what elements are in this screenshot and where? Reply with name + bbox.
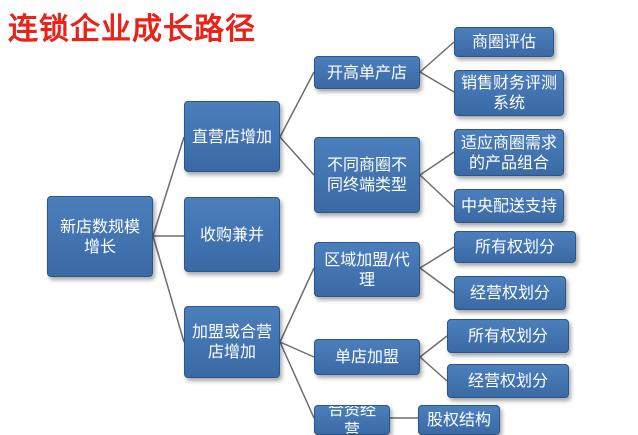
node-own-1: 所有权划分 bbox=[454, 231, 576, 263]
node-op-1-label: 经营权划分 bbox=[469, 283, 550, 302]
node-single-store: 单店加盟 bbox=[314, 339, 420, 375]
node-franchise-label: 加盟或合营店增加 bbox=[191, 322, 272, 361]
node-joint-label: 合资经营 bbox=[327, 405, 376, 435]
node-own-2-label: 所有权划分 bbox=[467, 326, 548, 345]
node-op-2-label: 经营权划分 bbox=[467, 371, 548, 390]
node-root: 新店数规模增长 bbox=[47, 196, 153, 277]
node-high-single: 开高单产店 bbox=[314, 56, 420, 89]
node-region: 区域加盟/代理 bbox=[314, 242, 420, 297]
node-franchise: 加盟或合营店增加 bbox=[184, 306, 280, 378]
node-single-store-label: 单店加盟 bbox=[334, 347, 399, 366]
node-adapt-label: 适应商圈需求的产品组合 bbox=[461, 132, 558, 172]
node-diff-types: 不同商圈不同终端类型 bbox=[314, 137, 420, 213]
node-biz-eval-label: 商圈评估 bbox=[471, 32, 536, 51]
node-equity: 股权结构 bbox=[418, 405, 500, 435]
node-region-label: 区域加盟/代理 bbox=[324, 249, 410, 289]
node-central-label: 中央配送支持 bbox=[461, 196, 558, 215]
node-adapt: 适应商圈需求的产品组合 bbox=[454, 129, 564, 176]
node-acquire: 收购兼并 bbox=[184, 197, 280, 272]
diagram-title: 连锁企业成长路径 bbox=[8, 12, 256, 47]
node-direct: 直营店增加 bbox=[184, 101, 280, 172]
node-equity-label: 股权结构 bbox=[426, 410, 491, 429]
node-root-label: 新店数规模增长 bbox=[59, 216, 140, 256]
node-biz-eval: 商圈评估 bbox=[454, 27, 554, 57]
node-op-1: 经营权划分 bbox=[454, 276, 566, 310]
node-diff-types-label: 不同商圈不同终端类型 bbox=[326, 155, 407, 194]
node-sales-fin: 销售财务评测系统 bbox=[454, 70, 564, 116]
node-op-2: 经营权划分 bbox=[447, 364, 569, 398]
node-central: 中央配送支持 bbox=[454, 189, 564, 223]
node-acquire-label: 收购兼并 bbox=[199, 224, 264, 244]
node-high-single-label: 开高单产店 bbox=[326, 62, 407, 82]
node-own-2: 所有权划分 bbox=[447, 319, 569, 353]
node-own-1-label: 所有权划分 bbox=[474, 237, 555, 256]
node-joint: 合资经营 bbox=[314, 405, 390, 435]
node-sales-fin-label: 销售财务评测系统 bbox=[461, 73, 558, 112]
node-direct-label: 直营店增加 bbox=[191, 126, 272, 146]
